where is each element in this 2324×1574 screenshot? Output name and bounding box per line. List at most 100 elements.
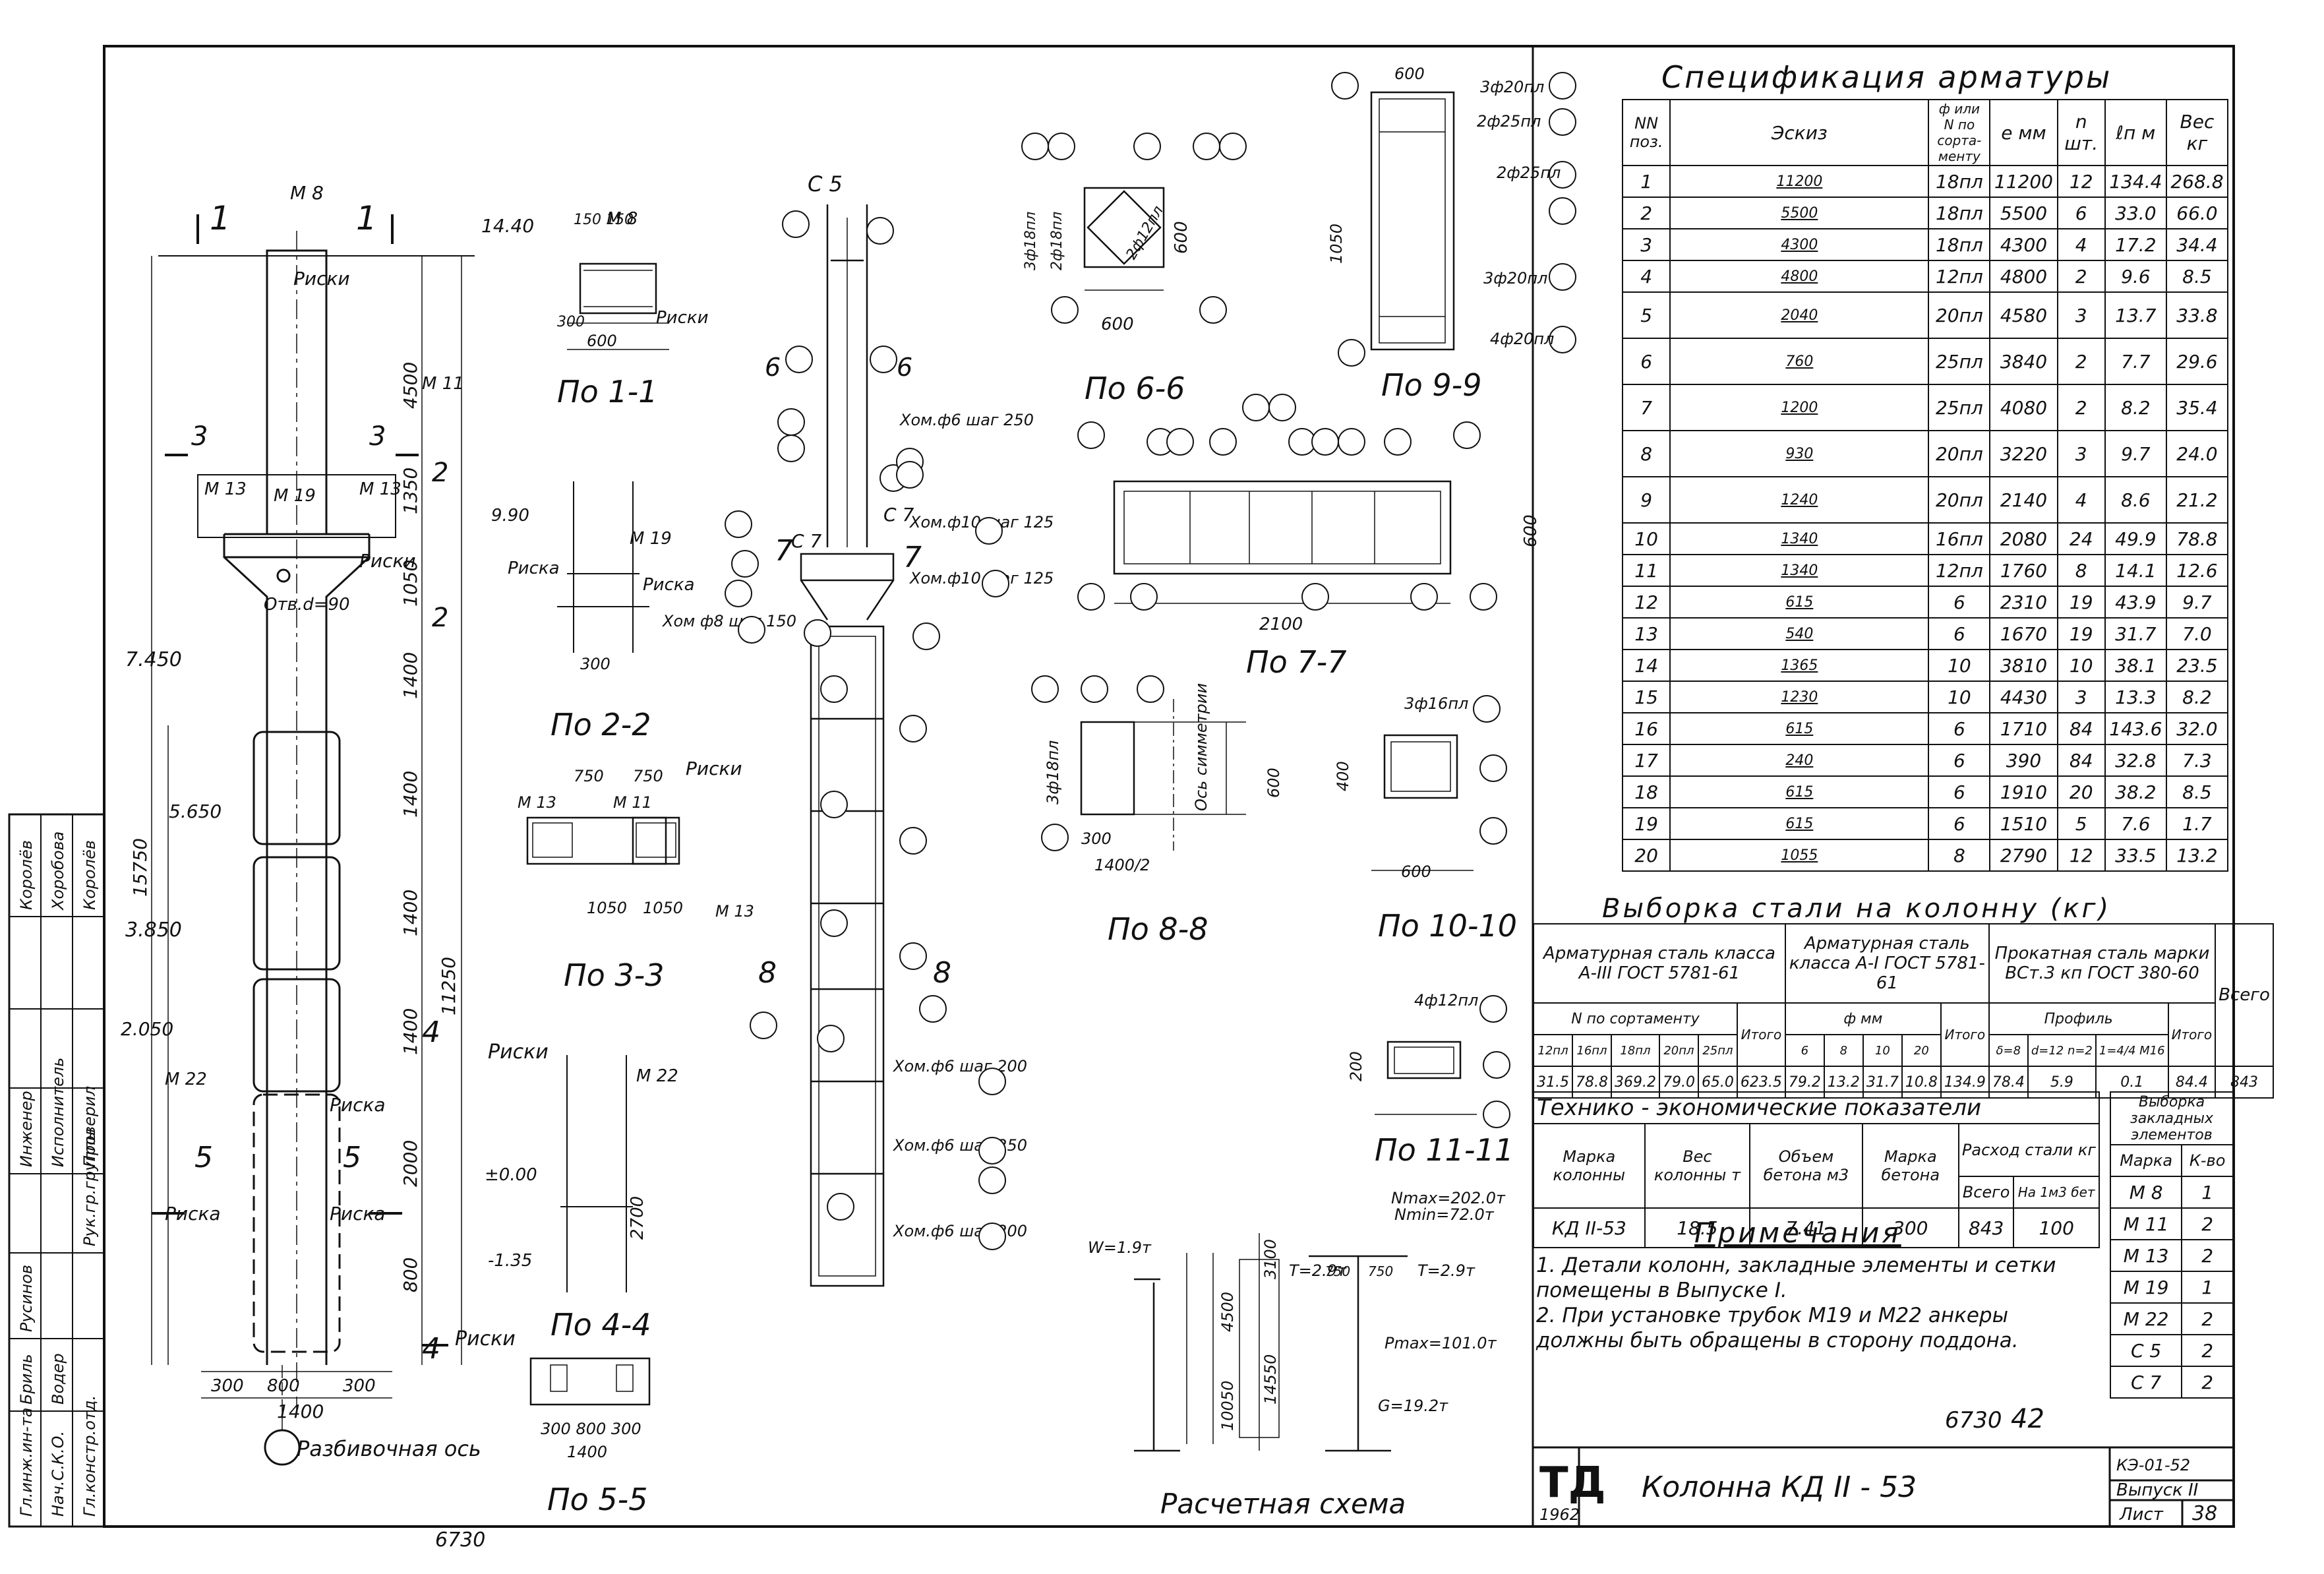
spec-cell: 9.7 xyxy=(2165,586,2229,619)
cage-stirrup-4: Хом ф8 шаг 150 xyxy=(661,612,796,630)
s55-riski: Риски xyxy=(455,1327,516,1350)
spec-cell: 1760 xyxy=(1989,554,2058,587)
label-m13-left: М 13 xyxy=(204,479,247,499)
spec-cell: 3 xyxy=(2056,291,2106,339)
dim-11250: 11250 xyxy=(438,957,460,1015)
spec-cell: 6 xyxy=(1621,338,1671,385)
spec-cell: 20пл xyxy=(1928,291,1991,339)
label-riska-3: Риска xyxy=(330,1203,386,1225)
tech-table: Технико - экономические показатели Марка… xyxy=(1533,1091,2101,1248)
spec-cell: 1910 xyxy=(1989,775,2058,808)
spec-cell: 3220 xyxy=(1989,430,2058,477)
spec-cell: 25пл xyxy=(1928,338,1991,385)
cut-1-left: 1 xyxy=(210,199,231,237)
section-3-3-labels: М 13 М 11 Риски М 13 750 750 1050 1050 П… xyxy=(518,758,754,993)
spec-cell: 8.6 xyxy=(2104,476,2167,524)
steel-sub-1: N по сортаменту xyxy=(1533,1002,1738,1035)
tech-title: Технико - экономические показатели xyxy=(1533,1091,2100,1124)
tech-col-all: Всего xyxy=(1957,1176,2015,1209)
label-riska-2: Риска xyxy=(165,1203,221,1225)
spec-cell: 1200 xyxy=(1669,384,1930,431)
stamp-role-3: Гл.констр.отд. xyxy=(80,1395,99,1517)
tech-col-volume: Объем бетона м3 xyxy=(1749,1123,1863,1209)
tb-inv: 6730 xyxy=(1945,1407,2002,1434)
section-10-10-bubbles xyxy=(1473,695,1507,845)
svg-text:150 150: 150 150 xyxy=(574,212,634,228)
steel-col-head: 20пл xyxy=(1658,1034,1699,1067)
label-riski-mid: Риски xyxy=(359,550,416,572)
spec-cell: 13.7 xyxy=(2104,291,2167,339)
svg-text:8: 8 xyxy=(758,956,777,990)
section-10-10 xyxy=(1371,734,1474,871)
tech-col-consumption: Расход стали кг xyxy=(1957,1123,2101,1177)
dim-1400-a: 1400 xyxy=(400,652,421,699)
tech-v-all: 843 xyxy=(1957,1207,2015,1248)
title-block xyxy=(1532,890,2234,1527)
section-4-4 xyxy=(560,1055,633,1292)
cut-5-left: 5 xyxy=(194,1141,213,1174)
spec-cell: 13.3 xyxy=(2104,681,2167,713)
notes-list: 1. Детали колонн, закладные элементы и с… xyxy=(1536,1253,2090,1353)
label-m22: М 22 xyxy=(165,1070,207,1089)
label-axis: Разбивочная ось xyxy=(297,1436,481,1461)
calc-scheme-labels: W=1.9т Nmax=202.0т Nmin=72.0т T=2.9т T=2… xyxy=(1088,1189,1506,1520)
spec-cell: 3 xyxy=(2056,430,2106,477)
elev-mark-m8: М 8 xyxy=(290,182,324,204)
spec-cell: 4800 xyxy=(1669,260,1930,293)
spec-h-len: е мм xyxy=(1989,99,2058,166)
spec-cell: 32.0 xyxy=(2165,712,2229,745)
elev-2-050: 2.050 xyxy=(121,1018,173,1040)
spec-cell: 7.3 xyxy=(2165,744,2229,777)
steel-total-label: Всего xyxy=(2215,923,2274,1067)
svg-text:600: 600 xyxy=(1101,315,1134,334)
spec-cell: 615 xyxy=(1669,712,1930,745)
s99-bar-3: 2ф25пл xyxy=(1497,164,1561,182)
s33-m11: М 11 xyxy=(613,793,652,812)
label-hole: Отв.d=90 xyxy=(264,595,350,615)
spec-cell: 31.7 xyxy=(2104,617,2167,650)
s88-axis: Ось симметрии xyxy=(1192,683,1210,811)
spec-cell: 4080 xyxy=(1989,384,2058,431)
cage-stirrup-5: Хом.ф6 шаг 200 xyxy=(892,1057,1027,1075)
spec-h-grade: ф или N по сорта- менту xyxy=(1928,99,1991,166)
spec-cell: 32.8 xyxy=(2104,744,2167,777)
spec-cell: 18пл xyxy=(1928,228,1991,261)
spec-cell: 4430 xyxy=(1989,681,2058,713)
svg-text:7: 7 xyxy=(775,534,793,568)
dim-1350: 1350 xyxy=(400,468,421,514)
tb-code: 42 xyxy=(2011,1404,2044,1434)
svg-text:8: 8 xyxy=(933,956,951,990)
section-2-2-labels: 9.90 М 19 Риска Риска 300 По 2-2 xyxy=(491,506,695,742)
spec-cell: 7.6 xyxy=(2104,807,2167,840)
spec-cell: 6 xyxy=(1928,744,1991,777)
note-2: 2. При установке трубок М19 и М22 анкеры… xyxy=(1536,1304,2019,1352)
calc-3100: 3100 xyxy=(1261,1239,1280,1279)
spec-cell: 2 xyxy=(1621,197,1671,229)
calc-w: W=1.9т xyxy=(1088,1238,1152,1257)
svg-text:600: 600 xyxy=(1521,514,1541,547)
svg-text:200: 200 xyxy=(1347,1051,1365,1081)
spec-cell: 615 xyxy=(1669,775,1930,808)
spec-cell: 3810 xyxy=(1989,649,2058,682)
s55-title: По 5-5 xyxy=(547,1482,648,1517)
stamp-name-3: Русинов xyxy=(17,1265,36,1332)
dim-4500: 4500 xyxy=(400,362,421,409)
spec-h-qty: n шт. xyxy=(2056,99,2106,166)
spec-cell: 10 xyxy=(1928,681,1991,713)
spec-cell: 16 xyxy=(1621,712,1671,745)
spec-cell: 20 xyxy=(1621,839,1671,872)
calc-t2: T=2.9т xyxy=(1417,1261,1475,1280)
spec-h-pos: NN поз. xyxy=(1621,99,1671,166)
stamp-role-7: Проверил xyxy=(80,1086,99,1167)
cage-c5: С 5 xyxy=(808,171,843,197)
svg-text:7: 7 xyxy=(903,541,922,574)
spec-cell: 390 xyxy=(1989,744,2058,777)
spec-cell: 4300 xyxy=(1669,228,1930,261)
section-6-6-bubbles xyxy=(1021,133,1247,324)
s77-title: По 7-7 xyxy=(1246,644,1347,680)
